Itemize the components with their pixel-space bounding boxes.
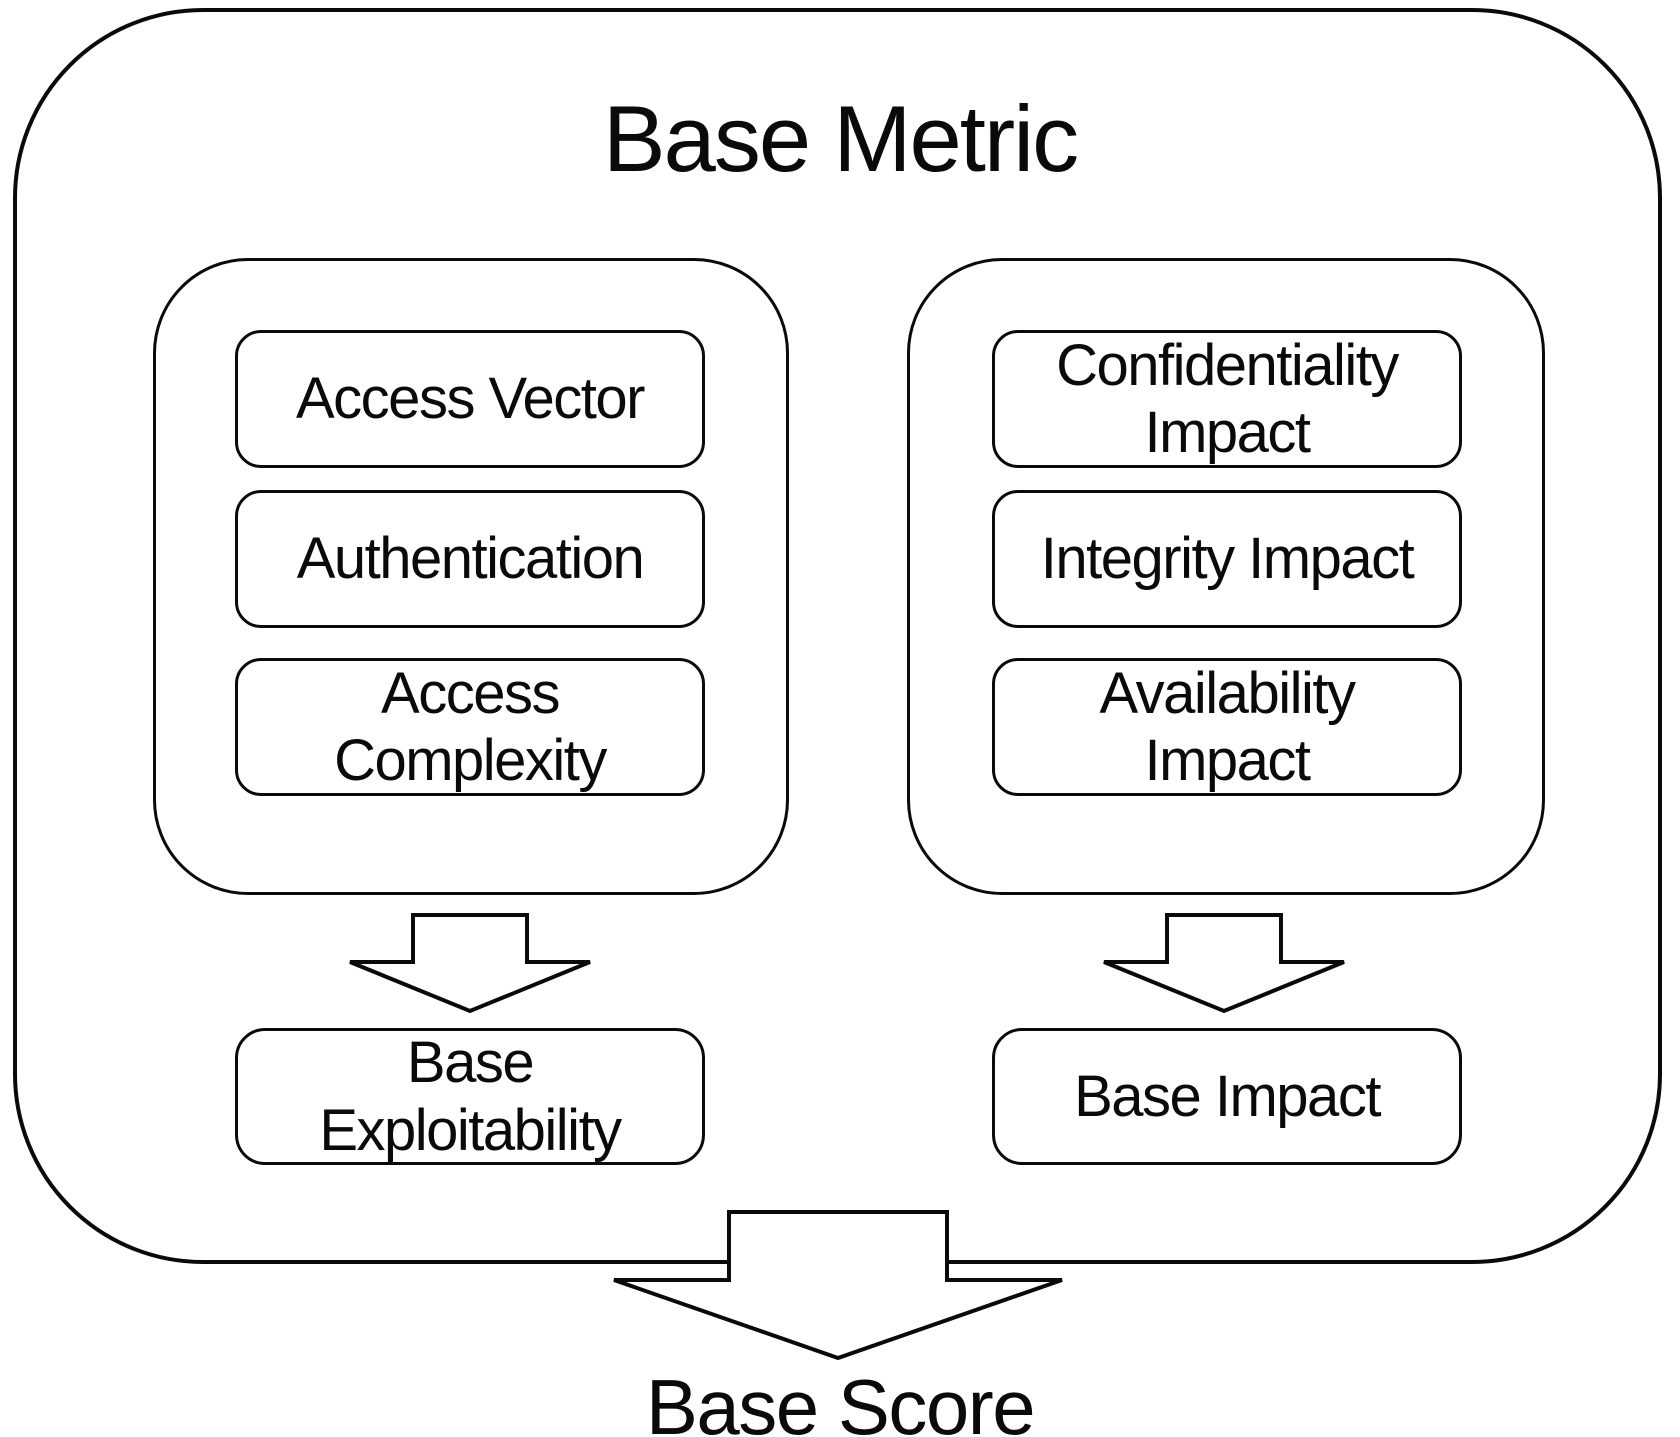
diagram-title: Base Metric [602, 86, 1079, 191]
box-availability-impact: Availability Impact [992, 658, 1462, 796]
box-base-exploitability: Base Exploitability [235, 1028, 705, 1165]
box-confidentiality-impact: Confidentiality Impact [992, 330, 1462, 468]
box-authentication: Authentication [235, 490, 705, 628]
box-integrity-impact: Integrity Impact [992, 490, 1462, 628]
box-access-complexity: Access Complexity [235, 658, 705, 796]
box-base-impact: Base Impact [992, 1028, 1462, 1165]
base-score-label: Base Score [645, 1363, 1036, 1437]
box-access-vector: Access Vector [235, 330, 705, 468]
